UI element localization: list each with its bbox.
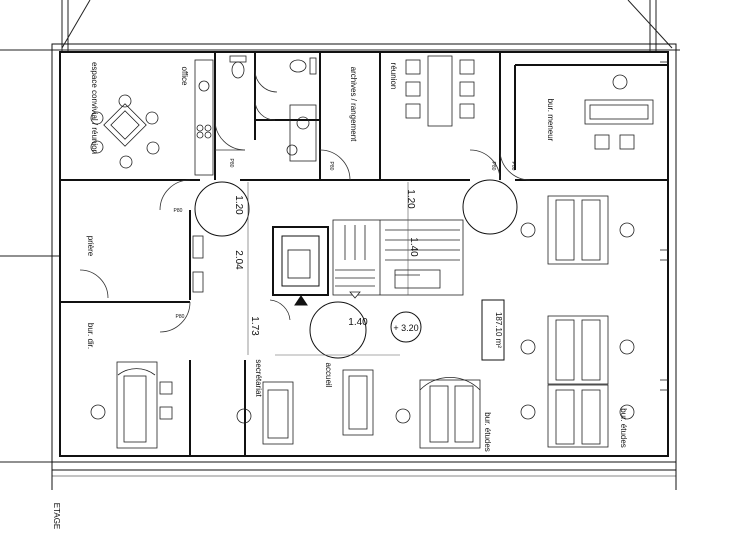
area-text: 187.10 m² [494, 312, 503, 348]
room-label-office: office [180, 67, 189, 87]
elevator [272, 226, 329, 306]
door-tag-3: P80 [490, 162, 496, 171]
accueil-sofa [342, 369, 374, 436]
dim-label-2: 1.20 [405, 189, 416, 209]
outer-walls [51, 43, 677, 490]
etudes-furniture [395, 377, 481, 449]
dim-label-5: 1.73 [249, 316, 260, 336]
priere-fixtures [192, 235, 204, 293]
dim-label-6: 1.40 [348, 317, 368, 328]
door-tag-5: P80 [174, 208, 183, 214]
door-tag-1: P80 [228, 159, 234, 168]
kitchen-counter [194, 59, 214, 176]
room-label-secretariat: secrétariat [254, 359, 263, 397]
room-label-espace-convivial: espace convivial / réunion [90, 62, 99, 154]
roof-lines [0, 0, 680, 463]
room-label-priere: prière [86, 236, 95, 257]
door-swings [79, 69, 531, 333]
room-label-accueil: accueil [324, 363, 333, 388]
room-label-bur-etudes-2: bur. études [619, 408, 628, 448]
dimension-lines [247, 182, 409, 356]
level-marker: + 3.20 [390, 311, 422, 343]
toilet-fixtures [229, 55, 317, 162]
room-label-reunion: réunion [389, 63, 398, 90]
door-tag-4: P80 [510, 162, 516, 171]
turning-circles [194, 179, 518, 359]
dim-label-1: 1.20 [233, 195, 244, 215]
room-label-bur-dir: bur. dir. [86, 323, 95, 349]
meeting-table-round [90, 94, 160, 169]
door-tag-2: P80 [328, 162, 334, 171]
meneur-furniture [584, 74, 654, 150]
dim-label-3: 2.04 [233, 250, 244, 270]
stairs [332, 219, 464, 299]
area-box: 187.10 m² [481, 299, 505, 361]
level-text: + 3.20 [393, 323, 418, 333]
secretariat-furniture [236, 381, 294, 445]
room-label-bur-etudes-1: bur. études [483, 412, 492, 452]
room-label-bur-meneur: bur. meneur [546, 99, 555, 142]
window-marks [394, 61, 668, 391]
direction-furniture [90, 361, 173, 449]
interior-walls [60, 52, 668, 456]
desk-clusters [520, 195, 635, 448]
door-tag-6: P80 [176, 314, 185, 320]
sheet-label: ETAGE [52, 503, 61, 530]
dim-label-4: 1.40 [408, 237, 419, 257]
reunion-table [405, 55, 475, 127]
room-label-archives: archives / rangement [349, 67, 358, 142]
